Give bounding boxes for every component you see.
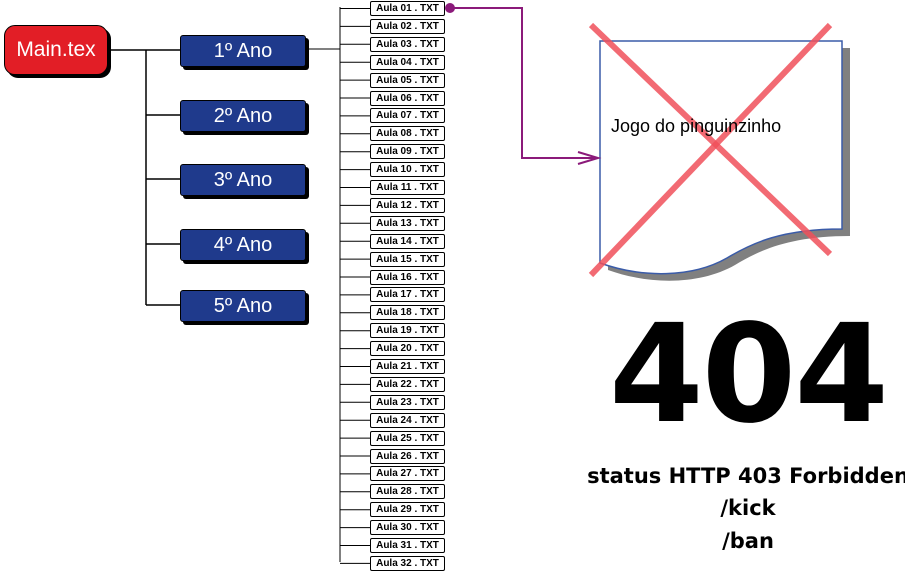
error-ban-text: /ban [722,529,774,553]
class-item[interactable]: Aula 19 . TXT [370,323,445,339]
class-item[interactable]: Aula 23 . TXT [370,394,445,410]
class-item[interactable]: Aula 01 . TXT [370,1,445,16]
document-label: Jogo do pinguinzinho [611,116,782,136]
class-item[interactable]: Aula 03 . TXT [370,36,445,52]
error-status-text: status HTTP 403 Forbidden [587,464,905,488]
year-node-3[interactable]: 3º Ano [180,164,306,196]
year-to-class-lines [304,7,370,564]
root-node-main-tex[interactable]: Main.tex [4,25,108,75]
error-code: 404 [609,296,889,454]
class-item[interactable]: Aula 18 . TXT [370,305,445,321]
class-item[interactable]: Aula 05 . TXT [370,72,445,88]
class-item[interactable]: Aula 24 . TXT [370,412,445,428]
class-item[interactable]: Aula 26 . TXT [370,448,445,464]
class-item[interactable]: Aula 32 . TXT [370,555,445,571]
class-item[interactable]: Aula 13 . TXT [370,215,445,231]
year-node-4[interactable]: 4º Ano [180,229,306,261]
year-node-5[interactable]: 5º Ano [180,290,306,322]
class-item[interactable]: Aula 04 . TXT [370,54,445,70]
class-item[interactable]: Aula 12 . TXT [370,197,445,213]
class-item[interactable]: Aula 20 . TXT [370,341,445,357]
document-icon [599,40,850,281]
class-item[interactable]: Aula 07 . TXT [370,108,445,124]
class-item[interactable]: Aula 11 . TXT [370,180,445,195]
class-item[interactable]: Aula 28 . TXT [370,484,445,500]
class-item[interactable]: Aula 09 . TXT [370,144,445,160]
year-node-1[interactable]: 1º Ano [180,35,306,67]
class-item[interactable]: Aula 25 . TXT [370,430,445,446]
link-arrow [450,7,602,165]
class-item[interactable]: Aula 22 . TXT [370,376,445,392]
error-kick-text: /kick [720,496,776,520]
x-cross-icon [588,22,833,278]
class-item[interactable]: Aula 17 . TXT [370,287,445,303]
class-item[interactable]: Aula 02 . TXT [370,18,445,34]
link-anchor-dot [445,3,455,13]
class-item[interactable]: Aula 06 . TXT [370,90,445,106]
class-item[interactable]: Aula 08 . TXT [370,126,445,142]
class-item[interactable]: Aula 31 . TXT [370,538,445,553]
class-item[interactable]: Aula 16 . TXT [370,269,445,285]
root-to-year-lines [106,49,180,306]
class-item[interactable]: Aula 30 . TXT [370,520,445,536]
class-item[interactable]: Aula 27 . TXT [370,466,445,482]
class-item[interactable]: Aula 29 . TXT [370,502,445,518]
year-node-2[interactable]: 2º Ano [180,100,306,132]
class-item[interactable]: Aula 15 . TXT [370,251,445,267]
class-item[interactable]: Aula 10 . TXT [370,162,445,178]
class-item[interactable]: Aula 21 . TXT [370,359,445,374]
class-item[interactable]: Aula 14 . TXT [370,233,445,249]
